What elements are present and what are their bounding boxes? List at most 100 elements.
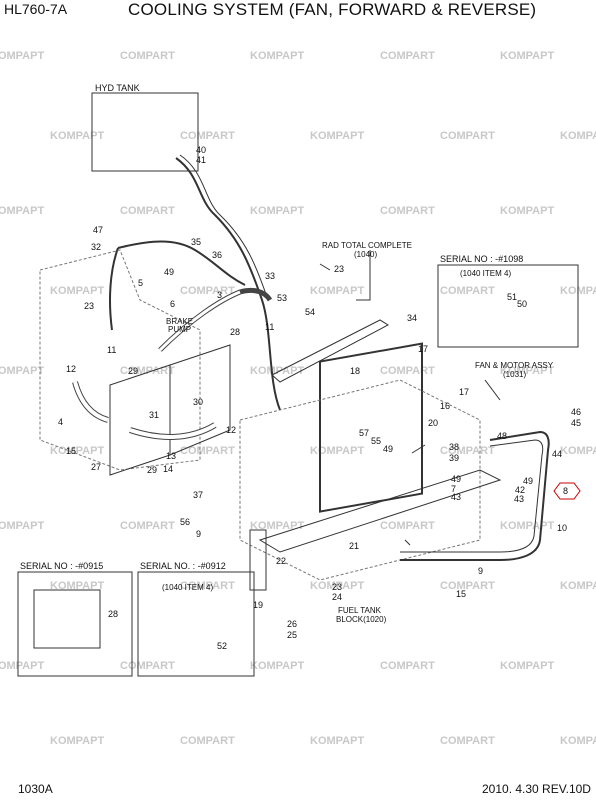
watermark-text: COMPART [180, 735, 235, 747]
brake-pump-label-1: BRAKE [166, 317, 194, 326]
callout-5: 5 [138, 278, 144, 288]
callout-51: 51 [507, 292, 518, 302]
callout-44: 44 [552, 449, 563, 459]
watermark-text: COMPART [180, 445, 235, 457]
watermark-text: COMPART [380, 520, 435, 532]
watermark-text: KOMPAPT [310, 445, 365, 457]
serial-0912-ref: (1040 ITEM 4) [162, 583, 214, 592]
callout-12a: 12 [66, 364, 77, 374]
callout-41: 41 [196, 155, 207, 165]
callout-32: 32 [91, 242, 102, 252]
watermark-text: KOMPAPT [500, 660, 555, 672]
watermark-text: COMPART [440, 130, 495, 142]
watermark-text: KOMPAPT [50, 445, 105, 457]
callout-7: 7 [451, 484, 457, 494]
watermark-text: COMPART [120, 520, 175, 532]
watermark-text: KOMPAPT [560, 580, 596, 592]
watermark-text: KOMPAPT [560, 735, 596, 747]
callout-15b: 15 [456, 589, 467, 599]
watermark-text: KOMPAPT [0, 50, 45, 62]
watermark-text: COMPART [180, 285, 235, 297]
date-revision: 2010. 4.30 REV.10D [482, 782, 591, 796]
watermark-text: KOMPAPT [500, 365, 555, 377]
callout-26: 26 [287, 619, 298, 629]
callout-49a: 49 [164, 267, 175, 277]
callout-10: 10 [557, 523, 568, 533]
watermark-text: KOMPAPT [310, 285, 365, 297]
watermark-text: KOMPAPT [0, 205, 45, 217]
callout-30: 30 [193, 397, 204, 407]
callout-40: 40 [196, 145, 207, 155]
callout-49b: 49 [383, 444, 394, 454]
callout-46: 46 [571, 407, 582, 417]
watermark-text: COMPART [440, 285, 495, 297]
callout-23a: 23 [84, 301, 95, 311]
model-code: HL760-7A [4, 1, 68, 17]
watermark-text: KOMPAPT [250, 50, 305, 62]
watermark-text: COMPART [120, 660, 175, 672]
callout-27: 27 [91, 462, 102, 472]
callout-36: 36 [212, 250, 223, 260]
watermark-text: KOMPAPT [310, 735, 365, 747]
rad-total-ref: (1040) [354, 250, 378, 259]
callout-11b: 11 [107, 345, 117, 355]
callout-9a: 9 [196, 529, 202, 539]
callout-43a: 43 [451, 492, 462, 502]
watermark-text: KOMPAPT [500, 205, 555, 217]
fuel-tank-label-2: BLOCK(1020) [336, 615, 387, 624]
callout-19: 19 [253, 600, 264, 610]
watermark-text: KOMPAPT [0, 660, 45, 672]
callout-4: 4 [58, 417, 64, 427]
watermark-text: COMPART [440, 735, 495, 747]
watermark-text: KOMPAPT [250, 520, 305, 532]
callout-31: 31 [149, 410, 160, 420]
rad-total-label: RAD TOTAL COMPLETE [322, 241, 412, 250]
callout-28b: 28 [108, 609, 119, 619]
watermark-text: KOMPAPT [250, 365, 305, 377]
serial-0912-title: SERIAL NO. : -#0912 [140, 561, 226, 571]
serial-0915-title: SERIAL NO : -#0915 [20, 561, 104, 571]
fan-motor-ref: (1031) [503, 370, 527, 379]
watermark-text: COMPART [120, 50, 175, 62]
watermark-text: KOMPAPT [50, 735, 105, 747]
callout-49d: 49 [523, 476, 534, 486]
callout-29a: 29 [128, 366, 139, 376]
callout-29b: 29 [147, 465, 158, 475]
callout-25: 25 [287, 630, 298, 640]
callout-11a: 11 [265, 322, 275, 332]
watermark-text: COMPART [380, 205, 435, 217]
callout-42: 42 [515, 485, 526, 495]
callout-18: 18 [350, 366, 361, 376]
callout-14: 14 [163, 464, 174, 474]
callout-24: 24 [332, 592, 343, 602]
callout-57: 57 [359, 428, 370, 438]
callout-55: 55 [371, 436, 382, 446]
callout-33: 33 [265, 271, 276, 281]
callout-56: 56 [180, 517, 191, 527]
serial-1098-ref: (1040 ITEM 4) [460, 269, 512, 278]
callout-49c: 49 [451, 474, 462, 484]
callout-28a: 28 [230, 327, 241, 337]
callout-48: 48 [497, 431, 508, 441]
callout-15a: 15 [66, 446, 77, 456]
callout-39: 39 [449, 453, 460, 463]
watermark-text: KOMPAPT [250, 660, 305, 672]
callout-9b: 9 [478, 566, 484, 576]
callout-3: 3 [217, 290, 223, 300]
watermark-text: KOMPAPT [0, 365, 45, 377]
callout-34: 34 [407, 313, 418, 323]
callout-38: 38 [449, 442, 460, 452]
callout-43b: 43 [514, 494, 525, 504]
callout-20: 20 [428, 418, 439, 428]
page-code: 1030A [18, 782, 53, 796]
hyd-tank-outline [91, 92, 199, 172]
callout-37: 37 [193, 490, 204, 500]
callout-17a: 17 [418, 344, 429, 354]
callout-16: 16 [440, 401, 451, 411]
watermark-text: KOMPAPT [250, 205, 305, 217]
watermark-text: KOMPAPT [500, 50, 555, 62]
callout-47: 47 [93, 225, 104, 235]
hyd-tank-label: HYD TANK [95, 83, 140, 93]
fuel-tank-label-1: FUEL TANK [338, 606, 381, 615]
watermark-text: KOMPAPT [50, 130, 105, 142]
